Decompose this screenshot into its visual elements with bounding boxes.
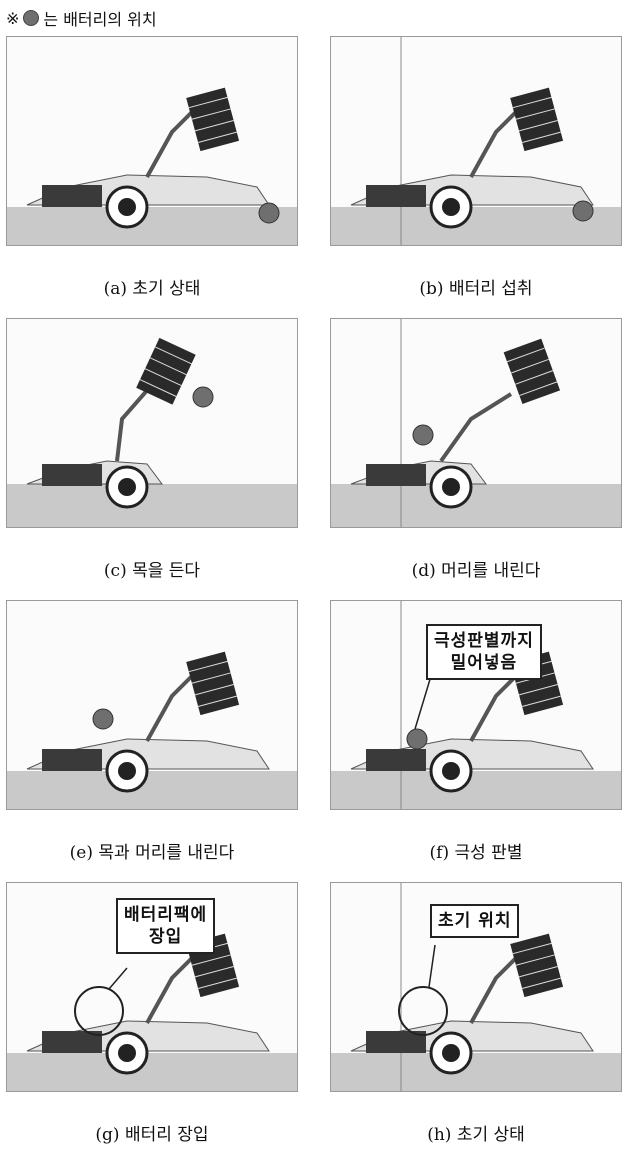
robot-circuit: [42, 185, 102, 207]
robot-photo: [7, 87, 297, 245]
panel-e: (e) 목과 머리를 내린다: [6, 600, 298, 863]
battery: [258, 202, 280, 224]
panel-b: (b) 배터리 섭취: [330, 36, 622, 299]
robot-photo: [7, 337, 297, 527]
panel-f: 극성판별까지 밀어넣음 (f) 극성 판별: [330, 600, 622, 863]
callout-pointer: [108, 967, 128, 990]
battery: [406, 728, 428, 750]
floor: [7, 207, 297, 245]
highlight-circle: [398, 986, 448, 1036]
panel-c: (c) 목을 든다: [6, 318, 298, 581]
callout-line: 초기 위치: [438, 911, 512, 931]
battery: [412, 424, 434, 446]
panel-g: 배터리팩에 장입 (g) 배터리 장입: [6, 882, 298, 1145]
photo-frame: [330, 36, 622, 246]
callout-line: 밀어넣음: [450, 653, 518, 673]
battery: [192, 386, 214, 408]
robot-photo: [331, 319, 621, 527]
callout-line: 장입: [148, 927, 183, 947]
battery: [92, 708, 114, 730]
robot-photo: [331, 883, 621, 1091]
photo-frame: [330, 600, 622, 810]
photo-frame: [330, 318, 622, 528]
panel-caption: (a) 초기 상태: [103, 279, 201, 299]
callout-pointer: [428, 944, 436, 988]
robot-neck: [145, 105, 199, 178]
callout-line: 극성판별까지: [434, 631, 534, 651]
robot-photo: [331, 601, 621, 809]
panel-caption: (g) 배터리 장입: [95, 1125, 209, 1145]
panel-caption: (h) 초기 상태: [427, 1125, 525, 1145]
callout-box: 초기 위치: [430, 904, 520, 938]
robot-photo: [7, 651, 297, 809]
photo-frame: [330, 882, 622, 1092]
callout-line: 배터리팩에: [124, 905, 208, 925]
highlight-circle: [74, 986, 124, 1036]
photo-frame: [6, 600, 298, 810]
photo-frame: [6, 318, 298, 528]
panel-caption: (f) 극성 판별: [429, 843, 523, 863]
panel-d: (d) 머리를 내린다: [330, 318, 622, 581]
battery: [572, 200, 594, 222]
panel-caption: (e) 목과 머리를 내린다: [69, 843, 235, 863]
battery-dot-icon: [23, 10, 40, 26]
panel-caption: (b) 배터리 섭취: [419, 279, 533, 299]
robot-photo: [331, 37, 621, 245]
panel-h: 초기 위치 (h) 초기 상태: [330, 882, 622, 1145]
callout-pointer: [414, 675, 432, 730]
panel-caption: (d) 머리를 내린다: [411, 561, 541, 581]
panel-caption: (c) 목을 든다: [103, 561, 201, 581]
photo-frame: [6, 36, 298, 246]
panel-a: (a) 초기 상태: [6, 36, 298, 299]
reference-mark: ※: [6, 8, 20, 28]
callout-box: 극성판별까지 밀어넣음: [426, 624, 542, 680]
legend: ※ 는 배터리의 위치: [6, 6, 157, 30]
callout-box: 배터리팩에 장입: [116, 898, 216, 954]
legend-text: 는 배터리의 위치: [43, 10, 157, 29]
robot-head: [186, 87, 240, 152]
robot-photo: [7, 933, 297, 1091]
